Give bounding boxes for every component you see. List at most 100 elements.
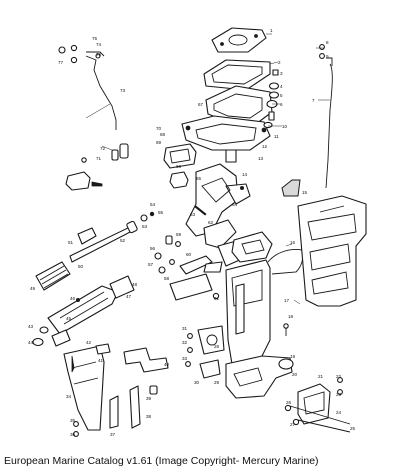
callout-4: 4	[280, 84, 283, 89]
callout-40: 40	[164, 362, 170, 367]
callout-63: 63	[190, 212, 196, 217]
diagram-caption: European Marine Catalog v1.61 (Image Cop…	[4, 455, 319, 467]
callout-58: 58	[164, 276, 170, 281]
callout-13: 13	[258, 156, 264, 161]
support-plate	[169, 273, 220, 301]
tilt-lock-bar	[281, 179, 301, 197]
callout-17: 17	[284, 298, 290, 303]
driveshaft-housing	[225, 259, 271, 381]
callout-42: 42	[86, 340, 92, 345]
gasket	[203, 59, 271, 91]
right-hardware-stack	[263, 44, 325, 129]
shift-linkage	[58, 44, 117, 130]
callout-49: 49	[30, 286, 36, 291]
callout-29: 29	[214, 380, 220, 385]
callout-22: 22	[336, 374, 342, 379]
callout-26: 26	[286, 400, 292, 405]
callout-74: 74	[96, 42, 102, 47]
callout-10: 10	[282, 124, 288, 129]
reverse-lock-block	[65, 171, 103, 191]
cover-block	[163, 143, 197, 169]
top-adapter-plate	[211, 27, 267, 53]
transom-bracket	[297, 195, 367, 307]
callout-67: 67	[198, 102, 204, 107]
callout-70: 70	[156, 126, 162, 131]
steering-shaft	[69, 211, 155, 263]
callout-21: 21	[318, 374, 324, 379]
callout-69: 69	[156, 140, 162, 145]
callout-25: 25	[350, 426, 356, 431]
callout-71: 71	[96, 156, 102, 161]
callout-43: 43	[28, 324, 34, 329]
callout-68: 68	[160, 132, 166, 137]
callout-1: 1	[270, 28, 273, 33]
callout-41: 41	[98, 358, 104, 363]
callout-24: 24	[336, 410, 342, 415]
drain-bolts	[73, 421, 79, 437]
callout-37: 37	[110, 432, 116, 437]
callout-numbers: 1 2 3 4 5 6 7 8 9 10 11 12 13 14 15 16 1…	[28, 28, 356, 437]
callout-2: 2	[278, 60, 281, 65]
callout-50: 50	[78, 264, 84, 269]
handle-pivot-bracket	[76, 275, 135, 302]
callout-34: 34	[66, 394, 72, 399]
callout-54: 54	[150, 202, 156, 207]
exploded-parts-diagram: 1 2 3 4 5 6 7 8 9 10 11 12 13 14 15 16 1…	[28, 27, 367, 437]
callout-5: 5	[280, 93, 283, 98]
callout-31: 31	[182, 326, 188, 331]
callout-51: 51	[68, 240, 74, 245]
callout-53: 53	[142, 224, 148, 229]
cradle-plate	[231, 231, 273, 263]
callout-76: 76	[96, 52, 102, 57]
callout-47: 47	[126, 294, 132, 299]
friction-knobs	[154, 235, 181, 274]
callout-55: 55	[158, 210, 164, 215]
callout-9: 9	[326, 54, 329, 59]
callout-15: 15	[302, 190, 308, 195]
swivel-bracket	[185, 163, 251, 237]
callout-65: 65	[196, 176, 202, 181]
callout-48: 48	[132, 282, 138, 287]
callout-59: 59	[176, 232, 182, 237]
callout-60: 60	[186, 252, 192, 257]
callout-66: 66	[176, 164, 182, 169]
callout-14: 14	[242, 172, 248, 177]
callout-44: 44	[28, 340, 34, 345]
callout-72: 72	[100, 146, 106, 151]
anode-bolt	[283, 323, 289, 336]
callout-35: 35	[70, 418, 76, 423]
callout-46: 46	[70, 296, 76, 301]
callout-57: 57	[148, 262, 154, 267]
step-bracket	[95, 343, 169, 373]
shift-rod	[325, 57, 333, 189]
callout-3: 3	[280, 71, 283, 76]
callout-33: 33	[182, 356, 188, 361]
callout-16: 16	[290, 240, 296, 245]
callout-20: 20	[292, 372, 298, 377]
carry-handle	[267, 249, 304, 275]
callout-6: 6	[280, 102, 283, 107]
callout-30: 30	[194, 380, 200, 385]
callout-73: 73	[120, 88, 126, 93]
callout-77: 77	[58, 60, 64, 65]
water-pump-parts	[185, 325, 225, 379]
swivel-bracket-top	[181, 115, 271, 163]
callout-8: 8	[326, 40, 329, 45]
bushings	[81, 143, 129, 163]
callout-56: 56	[150, 246, 156, 251]
callout-75: 75	[92, 36, 98, 41]
small-block	[169, 171, 189, 189]
callout-7: 7	[312, 98, 315, 103]
callout-64: 64	[232, 202, 238, 207]
callout-38: 38	[146, 414, 152, 419]
callout-32: 32	[182, 340, 188, 345]
throttle-grip	[35, 261, 71, 291]
callout-36: 36	[70, 432, 76, 437]
callout-19: 19	[290, 354, 296, 359]
callout-45: 45	[66, 316, 72, 321]
callout-27: 27	[290, 422, 296, 427]
callout-52: 52	[120, 238, 126, 243]
steering-collar	[77, 227, 97, 245]
callout-12: 12	[262, 144, 268, 149]
skeg-bracket	[297, 383, 331, 425]
